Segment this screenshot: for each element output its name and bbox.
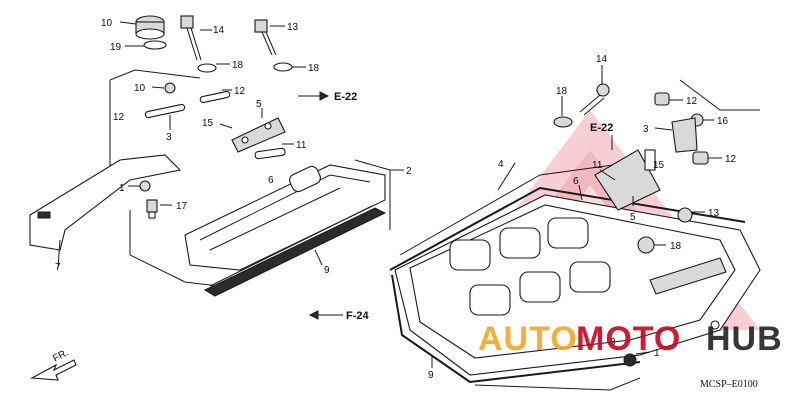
reference-labels: E-22 E-22 F-24 [334,91,613,322]
callout-18c: 18 [556,86,568,97]
callout-13a: 13 [287,22,299,33]
part-washer-18c [553,116,573,128]
callout-18d: 18 [670,241,682,252]
part-plate-11a [254,147,286,160]
watermark-auto: AUTO [478,320,578,358]
ref-f24: F-24 [346,310,370,322]
callout-12a: 12 [113,112,125,123]
part-grommet-10b [164,82,176,94]
part-cylinder-head-cover [394,194,761,376]
part-plug-8 [710,320,720,330]
ref-e22-left: E-22 [334,91,357,103]
callout-1b: 1 [654,348,660,359]
callout-8: 8 [610,337,616,348]
callout-11a: 11 [296,140,307,151]
callout-10b: 10 [134,83,146,94]
part-breather-tube [29,154,182,269]
part-grommet-12d [692,151,709,165]
ref-e22-right: E-22 [590,122,613,134]
callout-12b: 12 [234,86,246,97]
part-bolt-13a [254,19,277,56]
callout-13b: 13 [708,208,720,219]
callout-14a: 14 [213,25,225,36]
callout-12c: 12 [686,96,698,107]
callout-7: 7 [55,262,61,273]
callout-15b: 15 [653,160,665,171]
diagram-code: MCSP–E0100 [700,379,758,390]
callout-5b: 5 [630,212,636,223]
callout-14b: 14 [596,54,608,65]
callout-19: 19 [110,42,122,53]
watermark-moto: MOTO [576,320,681,358]
part-bracket-3b [671,117,698,153]
front-direction-arrow [30,359,77,381]
part-grommet-12c [654,92,670,106]
part-gasket-12a [144,90,231,119]
callout-labels: 10 19 14 13 18 18 10 12 12 3 5 15 11 6 1… [55,18,737,381]
part-o-ring [143,40,167,50]
part-bracket-5b [594,149,661,211]
watermark-text: AUTO MOTO HUB [478,320,783,358]
part-bracket-5a [231,117,286,153]
callout-9a: 9 [324,265,330,276]
part-washer-18a [197,63,217,73]
part-upper-cover [184,164,386,271]
callout-15a: 15 [202,118,214,129]
leader-lines [119,21,722,368]
callout-18b: 18 [308,63,320,74]
front-direction-label: FR. [51,347,70,364]
callout-3a: 3 [166,132,172,143]
part-bolt-15b [644,149,656,171]
callout-2: 2 [406,166,412,177]
part-clip-1a [139,180,151,192]
part-gasket-9a [203,205,387,297]
part-bolt-14a [180,15,202,61]
callout-16: 16 [717,116,729,127]
callout-6a: 6 [268,175,274,186]
part-washer-18b [273,62,293,72]
watermark-hub: HUB [706,320,783,358]
callout-6b: 6 [573,176,579,187]
callout-11b: 11 [592,160,603,171]
cover-nameplate [649,257,727,295]
part-gasket-9b [389,186,746,384]
callout-9b: 9 [428,370,434,381]
part-bolt-1b [623,353,637,367]
callout-10a: 10 [101,18,113,29]
callout-1a: 1 [119,183,125,194]
callout-3b: 3 [643,124,649,135]
part-bolt-14b [579,83,610,116]
callout-5a: 5 [256,99,262,110]
callout-4: 4 [498,159,504,170]
part-oil-filler-cap [135,15,165,40]
part-washer-18d [637,236,655,254]
callout-17: 17 [176,201,188,212]
callout-12d: 12 [725,154,737,165]
part-sensor-17 [146,199,158,219]
part-bolt-13b [677,207,693,223]
callout-18a: 18 [232,60,244,71]
cover-cam-holders [449,217,611,316]
